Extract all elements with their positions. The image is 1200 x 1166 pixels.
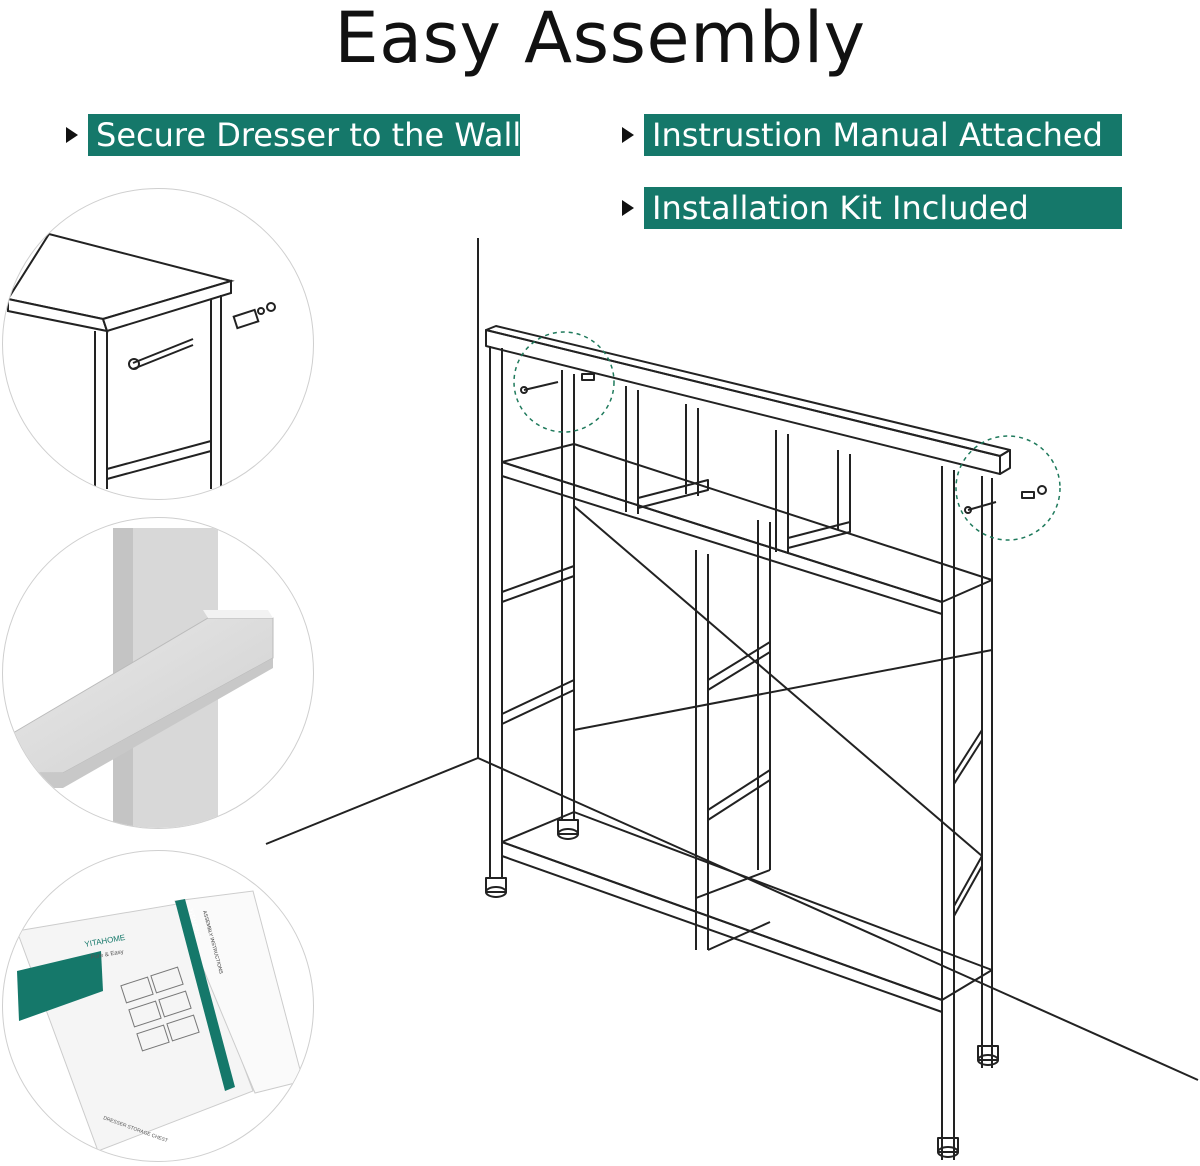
feature-label: Installation Kit Included: [644, 187, 1122, 229]
page-title: Easy Assembly: [334, 0, 866, 79]
feature-secure-wall: Secure Dresser to the Wall: [66, 114, 521, 156]
detail-ring: [955, 435, 1061, 541]
frame-joint-drawing: [12, 528, 274, 828]
instruction-manual-drawing: YITAHOME Pure & Easy YITAHOME ASSEMBLY I…: [16, 890, 304, 1152]
wall-anchor-drawing: [6, 232, 276, 489]
triangle-bullet-icon: [66, 127, 78, 143]
manual-tagline: Pure & Easy: [90, 949, 124, 961]
dresser-frame-illustration: [265, 238, 1199, 1160]
feature-manual: Instrustion Manual Attached: [622, 114, 1122, 156]
detail-ring: [513, 331, 615, 433]
frame-detail: [2, 517, 314, 829]
wall-anchor-detail: [2, 188, 314, 500]
manual-detail: YITAHOME Pure & Easy YITAHOME ASSEMBLY I…: [2, 850, 314, 1162]
feature-kit: Installation Kit Included: [622, 187, 1122, 229]
feature-label: Secure Dresser to the Wall: [88, 114, 521, 156]
triangle-bullet-icon: [622, 127, 634, 143]
triangle-bullet-icon: [622, 200, 634, 216]
feature-label: Instrustion Manual Attached: [644, 114, 1122, 156]
